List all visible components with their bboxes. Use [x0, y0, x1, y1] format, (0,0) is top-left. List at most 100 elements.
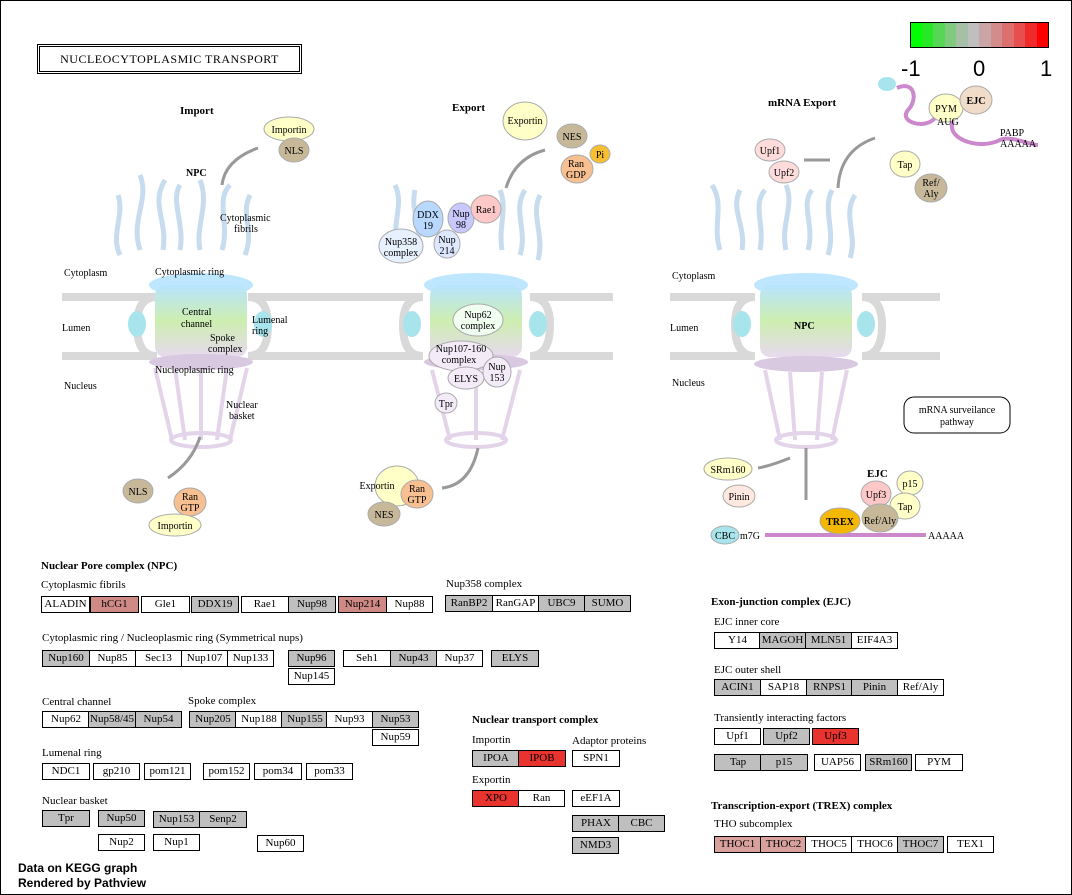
gene-nup214[interactable]: Nup214	[338, 596, 387, 613]
gene-nup1[interactable]: Nup1	[153, 834, 200, 851]
gene-elys[interactable]: ELYS	[491, 650, 539, 667]
gene-y14[interactable]: Y14	[714, 632, 761, 649]
ddx19-label-1: DDX	[417, 210, 439, 221]
gene-nup5845[interactable]: Nup58/45	[88, 711, 136, 728]
gene-eif4a3[interactable]: EIF4A3	[851, 632, 898, 649]
pym-label: PYM	[935, 104, 957, 115]
gene-srm160[interactable]: SRm160	[865, 754, 912, 771]
cyto-fibrils-label-2: fibrils	[234, 224, 258, 235]
footer-line-1: Data on KEGG graph	[18, 861, 138, 875]
gene-nup2[interactable]: Nup2	[98, 834, 145, 851]
gene-ddx19[interactable]: DDX19	[191, 596, 239, 613]
gene-phax[interactable]: PHAX	[572, 815, 620, 832]
gene-nup88[interactable]: Nup88	[386, 596, 433, 613]
gene-nup133[interactable]: Nup133	[227, 650, 274, 667]
gene-pym[interactable]: PYM	[915, 754, 963, 771]
gene-ipoa[interactable]: IPOA	[472, 750, 520, 767]
gene-nmd3[interactable]: NMD3	[572, 837, 619, 854]
gene-nup205[interactable]: Nup205	[189, 711, 237, 728]
nls-node	[278, 137, 310, 163]
gene-nup43[interactable]: Nup43	[390, 650, 437, 667]
gene-xpo[interactable]: XPO	[472, 790, 520, 807]
gene-nup62[interactable]: Nup62	[42, 711, 90, 728]
gene-upf1[interactable]: Upf1	[714, 728, 761, 745]
gene-ndc1[interactable]: NDC1	[42, 763, 90, 780]
gene-pinin[interactable]: Pinin	[851, 679, 898, 696]
ddx19-label-2: 19	[423, 221, 433, 232]
gene-rae1[interactable]: Rae1	[241, 596, 289, 613]
gene-ran[interactable]: Ran	[518, 790, 565, 807]
gene-nup53[interactable]: Nup53	[372, 711, 419, 728]
gene-nup50[interactable]: Nup50	[98, 810, 145, 827]
ejc-outer-label: EJC outer shell	[714, 664, 782, 676]
gene-gp210[interactable]: gp210	[93, 763, 140, 780]
gene-thoc7[interactable]: THOC7	[897, 836, 944, 853]
gene-ipob[interactable]: IPOB	[518, 750, 566, 767]
gene-mln51[interactable]: MLN51	[805, 632, 852, 649]
gene-nup155[interactable]: Nup155	[281, 711, 329, 728]
gene-p15[interactable]: p15	[760, 754, 808, 771]
gene-pom121[interactable]: pom121	[144, 763, 191, 780]
gene-upf2[interactable]: Upf2	[763, 728, 810, 745]
ran-gtp2-label-1: Ran	[409, 484, 425, 495]
gene-nup188[interactable]: Nup188	[235, 711, 283, 728]
gene-rangap[interactable]: RanGAP	[492, 595, 539, 612]
gene-pom152[interactable]: pom152	[203, 763, 250, 780]
gene-eef1a[interactable]: eEF1A	[572, 790, 620, 807]
gene-thoc2[interactable]: THOC2	[760, 836, 807, 853]
gene-magoh[interactable]: MAGOH	[759, 632, 806, 649]
gene-upf3[interactable]: Upf3	[812, 728, 859, 745]
nup358-label-1: Nup358	[385, 237, 417, 248]
ran-gdp-label-1: Ran	[568, 159, 584, 170]
pathway-diagram: Import Importin NLS NPC Cytoplasmic fibr…	[62, 77, 1039, 545]
gene-tpr[interactable]: Tpr	[42, 810, 90, 827]
nup98-label-2: 98	[456, 220, 466, 231]
gene-thoc6[interactable]: THOC6	[851, 836, 899, 853]
gene-ubc9[interactable]: UBC9	[538, 595, 585, 612]
legend-swatch	[933, 22, 945, 48]
gene-nup96[interactable]: Nup96	[288, 650, 335, 667]
gene-nup107[interactable]: Nup107	[181, 650, 228, 667]
gene-nup98[interactable]: Nup98	[288, 596, 336, 613]
gene-nup85[interactable]: Nup85	[89, 650, 136, 667]
nup107-label-2: complex	[442, 355, 476, 366]
export-title: Export	[452, 102, 485, 114]
gene-nup59[interactable]: Nup59	[372, 729, 419, 746]
gene-nup37[interactable]: Nup37	[436, 650, 483, 667]
gene-uap56[interactable]: UAP56	[814, 754, 861, 771]
gene-cbc[interactable]: CBC	[618, 815, 665, 832]
gene-pom34[interactable]: pom34	[254, 763, 302, 780]
gene-sumo[interactable]: SUMO	[584, 595, 631, 612]
gene-pom33[interactable]: pom33	[306, 763, 353, 780]
gene-sap18[interactable]: SAP18	[760, 679, 807, 696]
gene-nup60[interactable]: Nup60	[257, 835, 304, 852]
tap-node	[889, 150, 921, 178]
cap-node	[878, 77, 896, 91]
gene-acin1[interactable]: ACIN1	[714, 679, 761, 696]
gene-thoc5[interactable]: THOC5	[805, 836, 853, 853]
gene-nup153[interactable]: Nup153	[153, 811, 200, 828]
gene-nup93[interactable]: Nup93	[326, 711, 373, 728]
gene-hcg1[interactable]: hCG1	[90, 596, 139, 613]
mrna-pore	[670, 84, 1039, 537]
gene-ranbp2[interactable]: RanBP2	[445, 595, 493, 612]
gene-seh1[interactable]: Seh1	[343, 650, 391, 667]
aug-label: AUG	[937, 117, 959, 128]
gene-nup145[interactable]: Nup145	[288, 668, 335, 685]
gene-tap[interactable]: Tap	[714, 754, 762, 771]
poly-a-label: AAAAA	[1000, 139, 1037, 150]
surveillance-label-1: mRNA surveilance	[919, 405, 996, 416]
gene-nup54[interactable]: Nup54	[135, 711, 182, 728]
central-group-label: Central channel	[42, 696, 112, 708]
gene-refaly[interactable]: Ref/Aly	[897, 679, 944, 696]
gene-senp2[interactable]: Senp2	[199, 811, 247, 828]
gene-nup160[interactable]: Nup160	[42, 650, 90, 667]
gene-sec13[interactable]: Sec13	[135, 650, 182, 667]
gene-spn1[interactable]: SPN1	[572, 750, 620, 767]
gene-aladin[interactable]: ALADIN	[41, 596, 90, 613]
gene-thoc1[interactable]: THOC1	[714, 836, 761, 853]
surveillance-box[interactable]	[903, 396, 1011, 434]
gene-tex1[interactable]: TEX1	[947, 836, 994, 853]
gene-gle1[interactable]: Gle1	[141, 596, 190, 613]
gene-rnps1[interactable]: RNPS1	[806, 679, 853, 696]
